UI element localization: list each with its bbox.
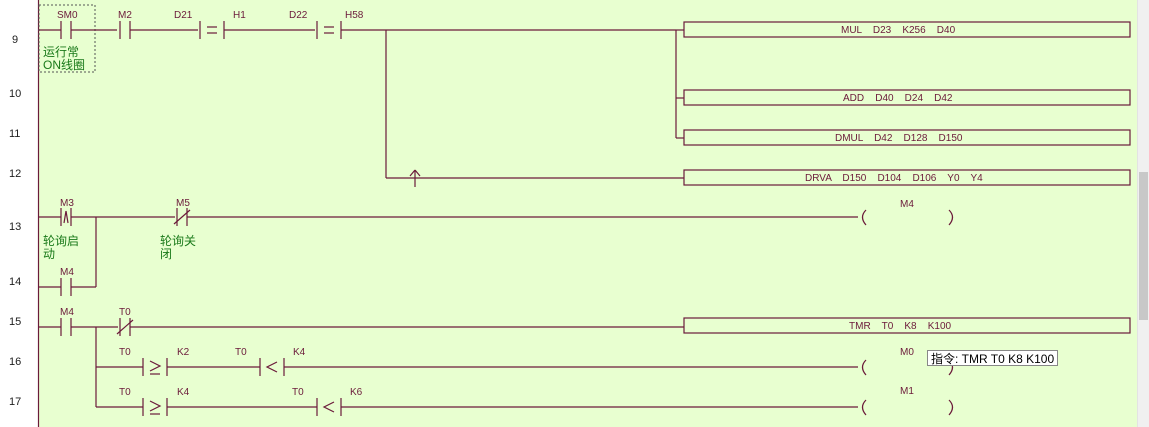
contact-label: K4 [293,347,306,358]
scrollbar-thumb[interactable] [1139,172,1148,320]
row-number: 12 [9,168,21,180]
row-number: 10 [9,88,21,100]
contact-m5-nc[interactable]: M5 [173,198,858,226]
compare-eq-d21-h1[interactable]: D21 H1 [174,10,315,39]
contact-label: H1 [233,10,246,21]
comment-text: 运行常 [43,45,79,59]
contact-sm0[interactable]: SM0 [39,10,117,39]
instruction-add[interactable]: ADD D40 D24 D42 [683,89,1131,106]
coil-label: M0 [900,347,914,358]
contact-label: T0 [235,347,247,358]
compare-lt-t0-k6[interactable]: T0 K6 [292,387,858,416]
contact-label: M2 [118,10,132,21]
contact-label: D22 [289,10,308,21]
contact-m4[interactable]: M4 [39,307,118,336]
contact-label: SM0 [57,10,78,21]
compare-lt-t0-k4[interactable]: T0 K4 [235,347,858,376]
contact-m4-seal[interactable]: M4 [39,217,97,296]
instruction-text: ADD D40 D24 D42 [843,93,953,104]
coil-m4[interactable]: M4 [861,199,954,226]
instruction-tooltip: 指令: TMR T0 K8 K100 [927,350,1059,366]
contact-label: T0 [292,387,304,398]
contact-label: D21 [174,10,193,21]
compare-ge-t0-k2[interactable]: T0 K2 [119,347,260,376]
row-number: 16 [9,356,21,368]
contact-label: H58 [345,10,364,21]
row-number: 14 [9,276,21,288]
contact-label: M5 [176,198,190,209]
instruction-mul[interactable]: MUL D23 K256 D40 [683,21,1131,38]
instruction-dmul[interactable]: DMUL D42 D128 D150 [683,129,1131,146]
row-number: 9 [12,34,18,46]
comment-text: 闭 [160,247,172,261]
selection-cursor[interactable] [38,4,96,73]
instruction-text: DRVA D150 D104 D106 Y0 Y4 [805,173,983,184]
contact-label: T0 [119,347,131,358]
comment-text: 轮询启 [43,234,79,248]
comment-text: ON线圈 [43,58,85,72]
instruction-tmr[interactable]: TMR T0 K8 K100 [683,317,1131,334]
contact-label: K6 [350,387,363,398]
contact-label: T0 [119,387,131,398]
rising-edge-icon [409,169,421,187]
contact-label: K4 [177,387,190,398]
row-number: 11 [9,128,20,140]
contact-label: M3 [60,198,74,209]
instruction-drva[interactable]: DRVA D150 D104 D106 Y0 Y4 [683,169,1131,186]
compare-eq-d22-h58[interactable]: D22 H58 [289,10,676,39]
row-number: 13 [9,221,21,233]
instruction-text: TMR T0 K8 K100 [849,321,952,332]
row-number: 17 [9,396,21,408]
comment-text: 动 [43,247,55,261]
contact-label: M4 [60,307,74,318]
instruction-text: DMUL D42 D128 D150 [835,133,963,144]
coil-m1[interactable]: M1 [861,386,954,416]
contact-label: M4 [60,267,74,278]
contact-m3-rising[interactable]: M3 [39,198,74,226]
contact-m2[interactable]: M2 [118,10,198,39]
coil-label: M4 [900,199,914,210]
coil-label: M1 [900,386,914,397]
comment-text: 轮询关 [160,234,196,248]
contact-t0-nc[interactable]: T0 [116,307,684,336]
instruction-text: MUL D23 K256 D40 [841,25,956,36]
row-number: 15 [9,316,21,328]
vertical-scrollbar[interactable] [1137,0,1149,427]
contact-label: T0 [119,307,131,318]
contact-label: K2 [177,347,190,358]
compare-ge-t0-k4[interactable]: T0 K4 [119,387,317,416]
row-number-gutter [0,0,38,427]
